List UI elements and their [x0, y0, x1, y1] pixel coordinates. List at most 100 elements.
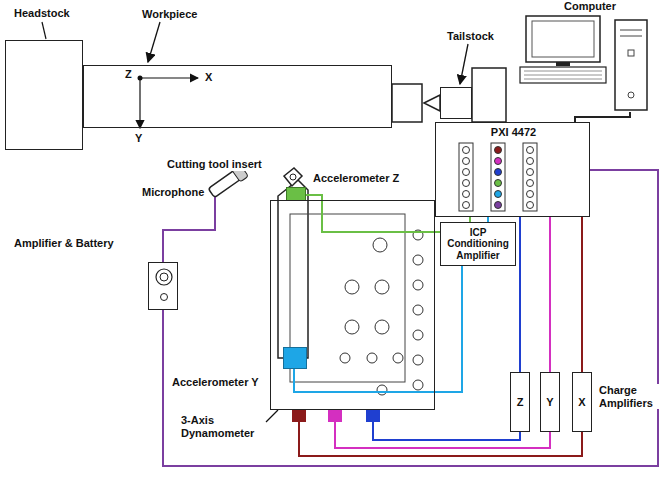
drawing-circle [495, 191, 502, 198]
drawing-circle [393, 353, 403, 363]
signal-wire [550, 217, 551, 372]
node-label: Workpiece [142, 8, 222, 21]
drawing-circle [527, 147, 534, 154]
conditioning-amplifier: ICP Conditioning Amplifier [440, 222, 516, 266]
drawing-rect [459, 143, 473, 211]
drawing-polyline [335, 410, 550, 448]
node-label: Accelerometer Y [172, 376, 272, 389]
drawing-polyline [163, 194, 215, 262]
drawing-path [620, 30, 642, 36]
drawing-circle [495, 147, 502, 154]
amplifier-battery-drawing [149, 263, 179, 311]
signal-wire [520, 217, 521, 372]
node-label: X [578, 396, 585, 409]
drawing-rect [532, 21, 594, 57]
drawing-circle [463, 147, 470, 154]
drawing-polyline [294, 266, 462, 392]
drawing-line [42, 22, 46, 39]
part-label: Charge Amplifiers [598, 384, 662, 409]
drawing-polyline [373, 410, 520, 440]
drawing-circle [463, 158, 470, 165]
drawing-path [524, 71, 602, 79]
drawing-circle [527, 191, 534, 198]
drawing-circle [495, 202, 502, 209]
drawing-circle [527, 202, 534, 209]
drawing-line [266, 410, 278, 422]
microphone: Microphone [208, 170, 248, 194]
node-label: Amplifier & Battery [14, 237, 134, 250]
signal-wire [582, 217, 583, 372]
drawing-circle [413, 355, 423, 365]
signal-wire [163, 194, 215, 262]
drawing-circle [156, 269, 172, 285]
node-label: Computer [540, 0, 640, 13]
drawing-circle [161, 294, 168, 301]
drawing-g [340, 230, 423, 395]
axis-label: Y [134, 132, 143, 145]
node-label: Headstock [14, 7, 94, 20]
node-label: Microphone [142, 186, 206, 199]
node-label: Y [546, 396, 553, 409]
headstock: Headstock [5, 40, 83, 150]
text-holder: Z [511, 373, 529, 431]
drawing-circle [463, 202, 470, 209]
drawing-circle [495, 169, 502, 176]
signal-wire [294, 266, 462, 392]
drawing-circle [413, 305, 423, 315]
charge-amplifier: Z [510, 372, 530, 432]
drawing-circle [413, 380, 423, 390]
part-label: Cutting tool insert [166, 158, 263, 171]
computer: Computer [520, 0, 660, 112]
drawing-circle [345, 280, 359, 294]
signal-wire [575, 112, 630, 122]
axis-label: Z [124, 68, 133, 81]
axis-label: X [204, 71, 213, 84]
drawing-circle [160, 273, 168, 281]
text-holder: ICP Conditioning Amplifier [441, 223, 515, 265]
drawing-line [140, 77, 198, 78]
tailstock: Tailstock [440, 87, 472, 119]
signal-wire [335, 410, 550, 448]
node-label: Z [517, 396, 524, 409]
drawing-rect [520, 67, 606, 83]
drawing-line [148, 22, 160, 62]
drawing-rect [526, 16, 600, 62]
drawing-circle [290, 174, 296, 180]
drawing-circle [375, 320, 389, 334]
drawing-polygon [284, 168, 302, 186]
charge-amplifier: X [572, 372, 592, 432]
dynamometer: 3-Axis DynamometerAccelerometer Y [270, 200, 435, 410]
microphone-drawing [208, 170, 248, 194]
accelerometer: Accelerometer Y [283, 347, 307, 369]
text-holder: X [573, 373, 591, 431]
drawing-circle [628, 92, 634, 98]
drawing-rect [491, 143, 505, 211]
drawing-circle [377, 385, 387, 395]
drawing-line [460, 44, 468, 84]
drawing-circle [413, 255, 423, 265]
node-label: ICP Conditioning Amplifier [441, 227, 515, 262]
drawing-circle [463, 169, 470, 176]
drawing-circle [527, 180, 534, 187]
drawing-polyline [581, 217, 583, 372]
daq-chassis: PXI 4472 [435, 122, 590, 217]
drawing-circle [495, 158, 502, 165]
drawing-circle [463, 191, 470, 198]
drawing-polyline [575, 112, 630, 122]
signal-wire [373, 410, 520, 440]
drawing-circle [527, 158, 534, 165]
charge-amplifier: Y [540, 372, 560, 432]
computer-drawing [520, 0, 660, 112]
node-label: Accelerometer Z [313, 172, 413, 185]
amplifier-battery: Amplifier & Battery [148, 262, 178, 310]
drawing-circle [345, 320, 359, 334]
drawing-rect [523, 143, 537, 211]
drawing-rect [290, 214, 405, 382]
drawing-circle [463, 180, 470, 187]
node-label: PXI 4472 [436, 126, 591, 139]
drawing-polyline [549, 217, 551, 372]
drawing-circle [367, 353, 377, 363]
drawing-rect [472, 68, 506, 122]
drawing-circle [340, 353, 350, 363]
drawing-rect [628, 50, 634, 56]
